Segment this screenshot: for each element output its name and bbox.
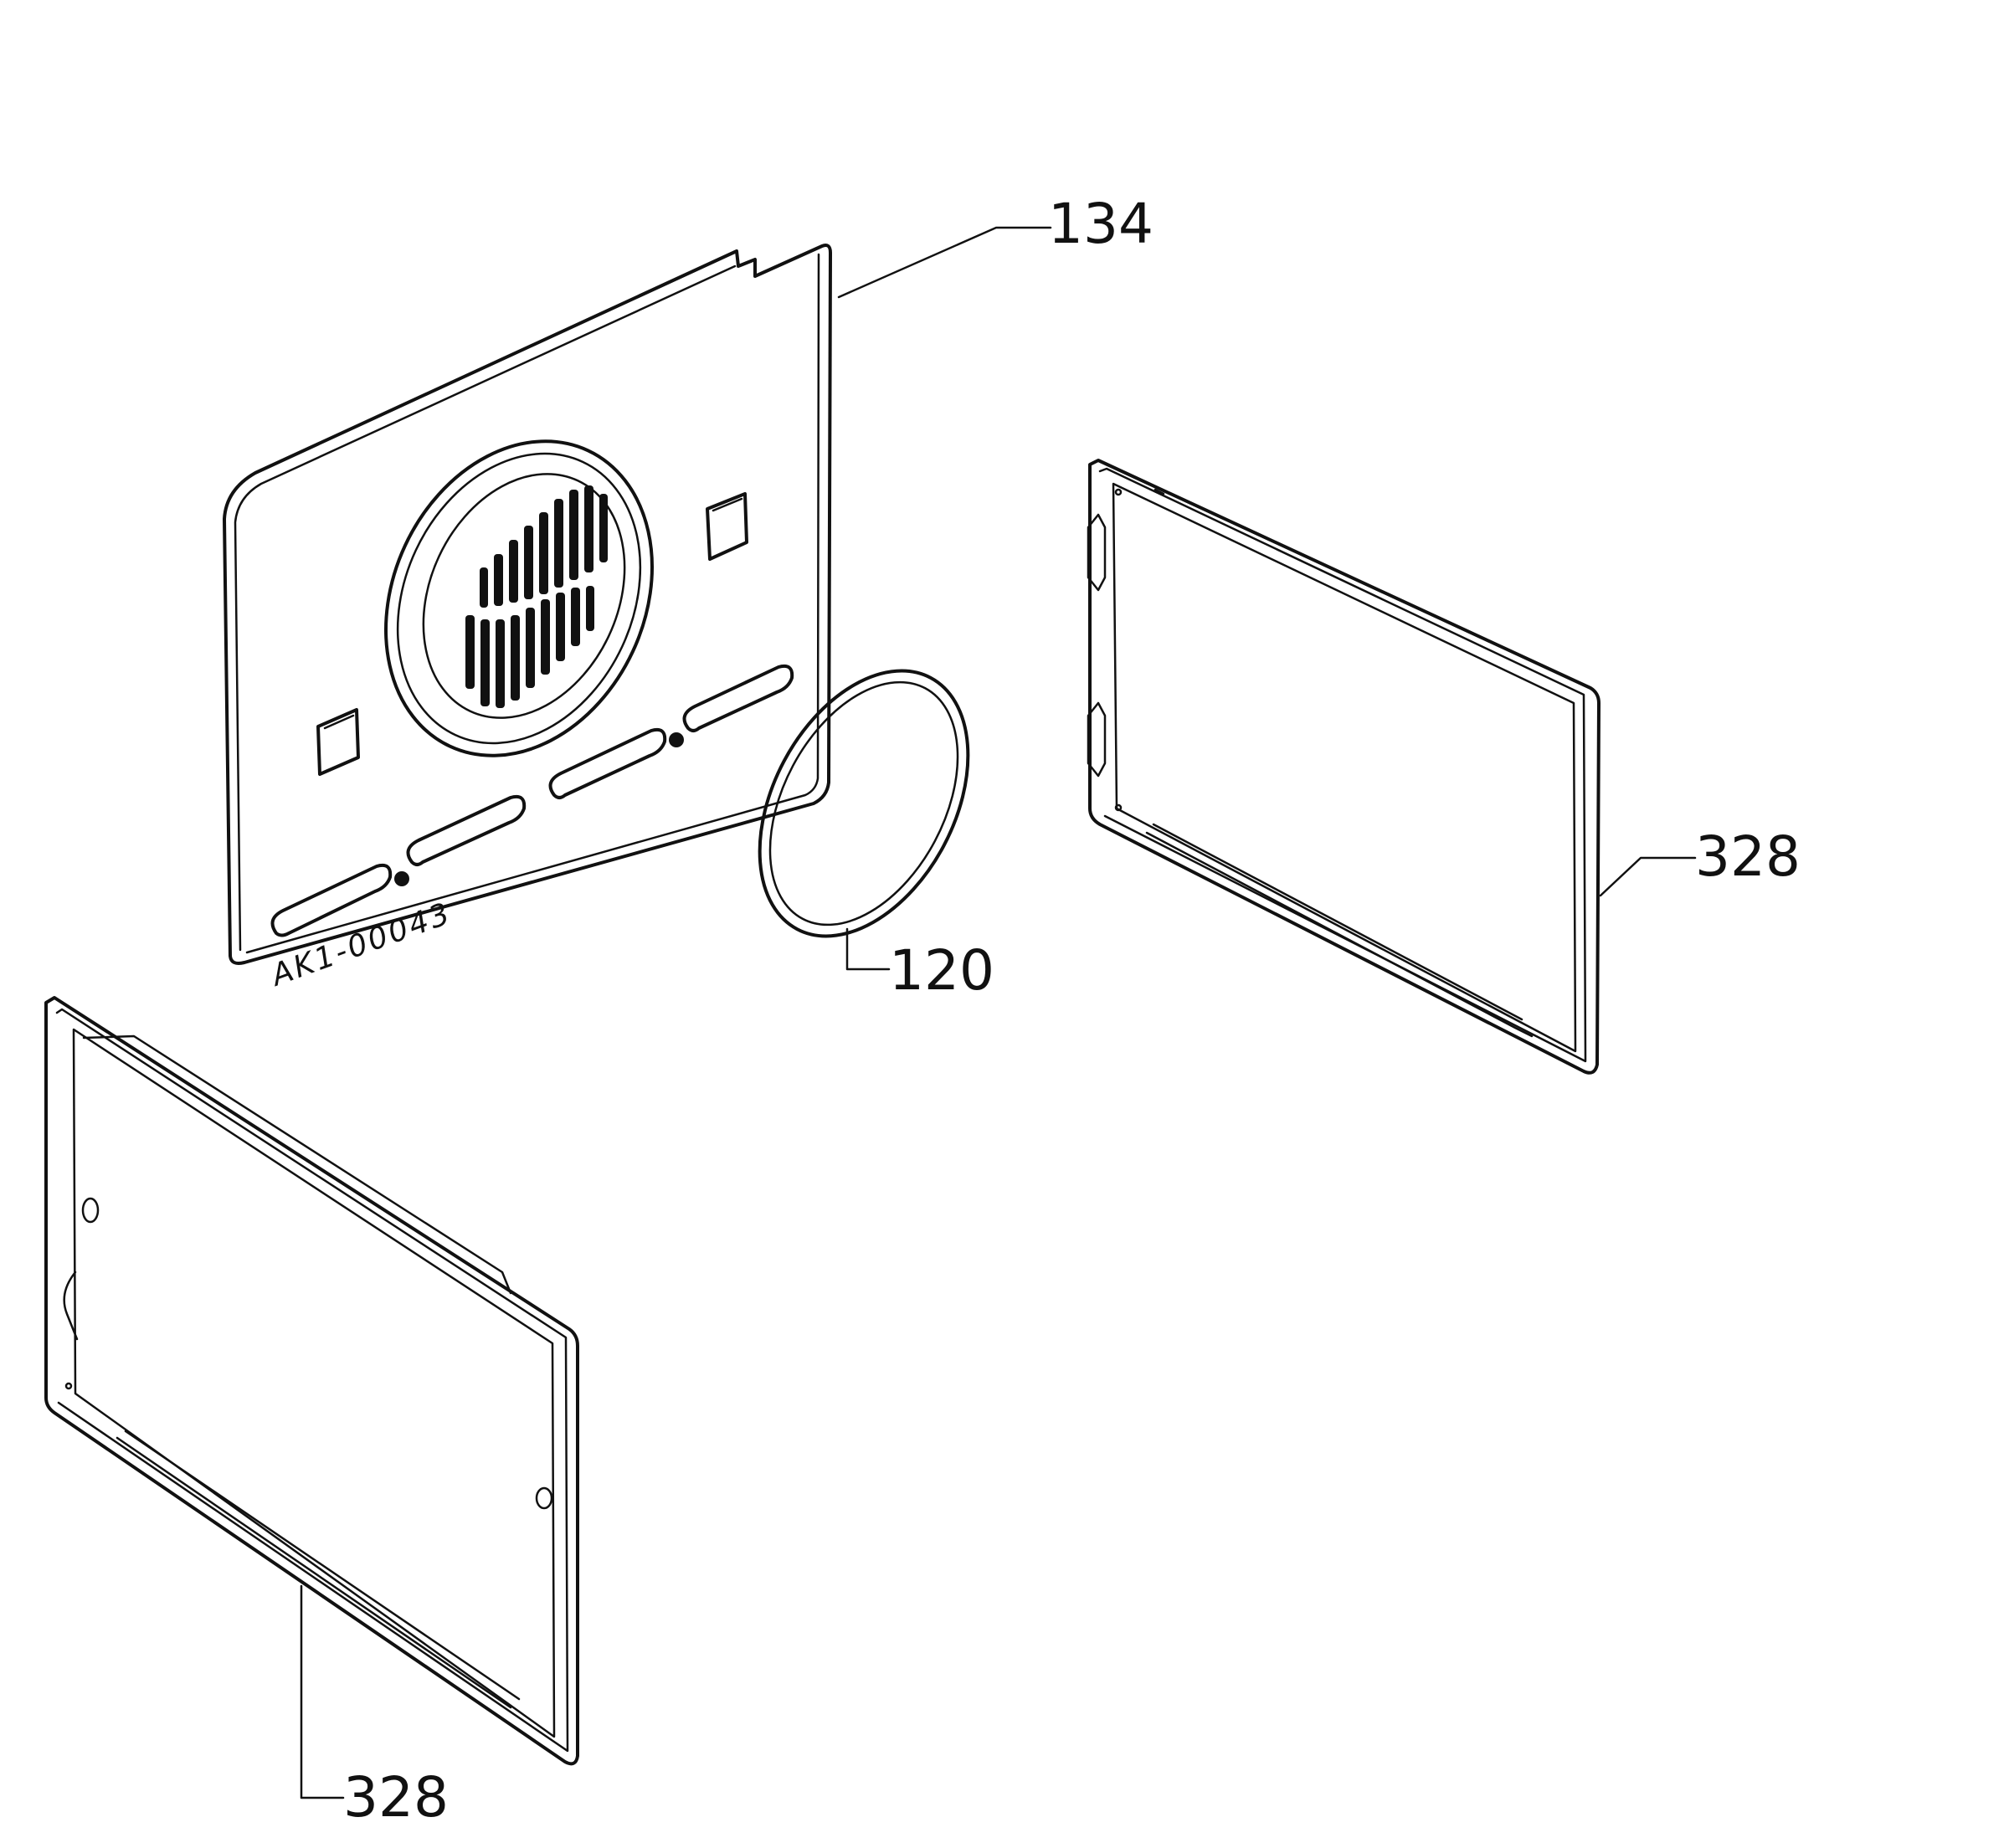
filter-part (758, 669, 970, 971)
callout-328-right: 328 (1695, 824, 1801, 889)
drawing-code: AK1-00043 (265, 896, 456, 993)
vent-slots (270, 664, 794, 937)
leader-134 (837, 226, 1052, 299)
grille-slots (465, 485, 608, 708)
leader-120 (845, 927, 891, 971)
leader-328-right (1599, 856, 1697, 897)
left-glass-part (44, 996, 579, 1799)
back-panel-part (223, 226, 1052, 965)
callout-134: 134 (1048, 192, 1154, 256)
leader-328-left (300, 1584, 345, 1799)
callout-328-left: 328 (343, 1765, 449, 1830)
right-glass-part (1087, 459, 1697, 1075)
callout-120: 120 (889, 938, 994, 1003)
